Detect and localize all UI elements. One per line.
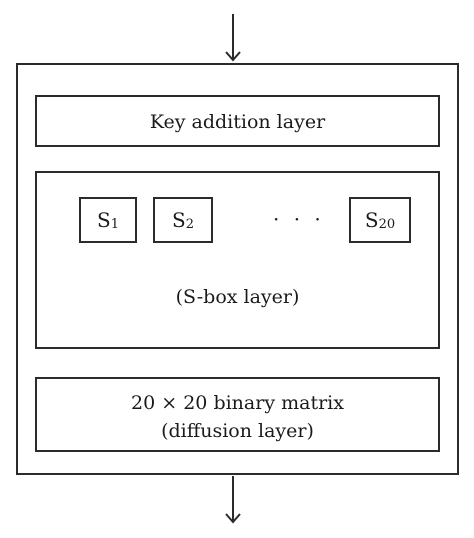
sbox-1-index: 1 — [110, 216, 119, 232]
sbox-20-index: 20 — [378, 216, 396, 232]
diffusion-layer-box: 20 × 20 binary matrix (diffusion layer) — [35, 377, 440, 452]
sbox-ellipsis: · · · — [273, 207, 325, 231]
sbox-layer-label: (S-box layer) — [175, 286, 300, 308]
diffusion-layer-line1: 20 × 20 binary matrix — [131, 392, 344, 414]
key-addition-layer-box: Key addition layer — [35, 95, 440, 147]
sbox-1-letter: S — [97, 208, 111, 232]
sbox-2-index: 2 — [185, 216, 194, 232]
input-arrow — [225, 14, 241, 62]
sbox-2-letter: S — [172, 208, 186, 232]
key-addition-layer-label: Key addition layer — [149, 111, 326, 133]
sbox-20-letter: S — [364, 208, 379, 232]
diffusion-layer-line2: (diffusion layer) — [161, 420, 314, 442]
output-arrow — [225, 476, 241, 524]
